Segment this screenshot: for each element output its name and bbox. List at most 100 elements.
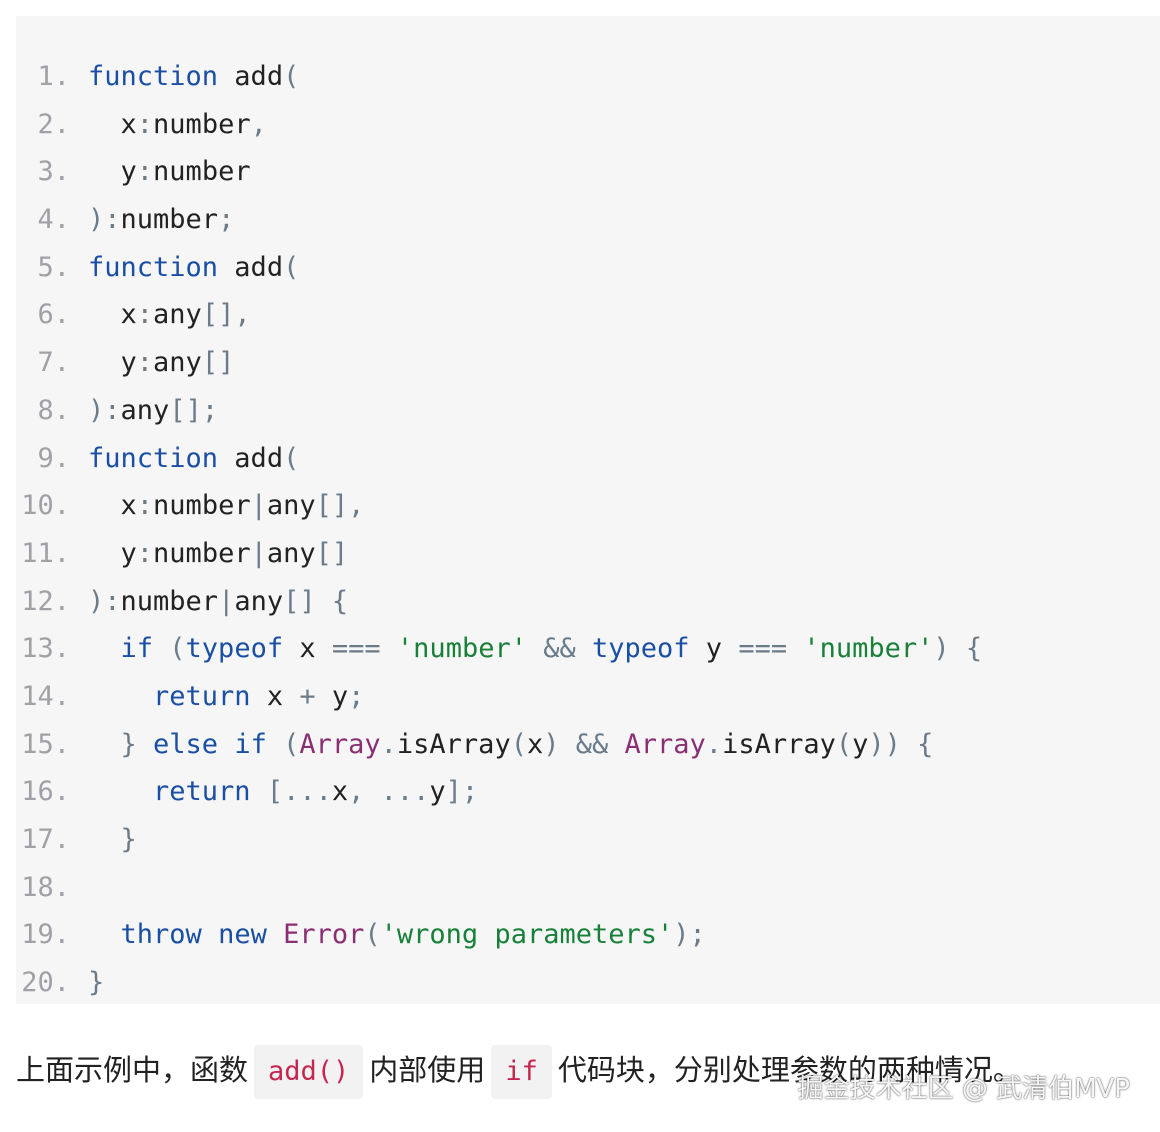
code-token: : xyxy=(136,108,154,140)
code-token: any xyxy=(266,490,316,522)
code-token xyxy=(202,919,218,950)
code-token: ); xyxy=(673,919,706,951)
code-token: [] { xyxy=(283,585,349,617)
code-token: else xyxy=(153,728,219,760)
code-token: : xyxy=(136,537,154,569)
code-token: : xyxy=(136,156,154,188)
code-text: return [...x, ...y]; xyxy=(88,776,478,807)
code-text: throw new Error('wrong parameters'); xyxy=(88,919,706,950)
code-token: x xyxy=(88,108,137,140)
code-line: 12.):number|any[] { xyxy=(16,578,1160,626)
code-token: : xyxy=(104,394,121,426)
code-token: typeof xyxy=(592,633,690,665)
code-token: === xyxy=(331,633,381,665)
code-token: )) { xyxy=(868,728,934,760)
code-line: 15. } else if (Array.isArray(x) && Array… xyxy=(16,721,1160,769)
code-token: y xyxy=(429,776,446,808)
code-text: } xyxy=(88,967,104,998)
code-token: add xyxy=(218,251,284,283)
code-token: function xyxy=(88,61,219,92)
code-token: 'number' xyxy=(803,633,934,665)
line-number: 7. xyxy=(37,347,70,379)
line-number: 2. xyxy=(37,108,70,140)
code-token: && xyxy=(526,633,592,665)
code-token: } xyxy=(88,728,154,760)
code-text: y:number xyxy=(88,156,251,187)
code-token: } xyxy=(88,824,137,855)
code-token: number xyxy=(120,204,219,236)
line-number: 18. xyxy=(21,871,70,903)
code-token: number xyxy=(153,490,251,522)
code-token: [... xyxy=(250,776,332,808)
code-token: x xyxy=(283,633,332,665)
code-line: 13. if (typeof x === 'number' && typeof … xyxy=(16,625,1160,673)
code-token: ; xyxy=(348,680,365,712)
code-token: y xyxy=(88,537,137,569)
code-token: []; xyxy=(169,394,219,426)
code-token: [] xyxy=(315,537,349,569)
code-token: number xyxy=(153,537,251,569)
code-token: any xyxy=(153,299,202,331)
code-token: typeof xyxy=(185,633,284,665)
code-text: y:any[] xyxy=(88,347,235,379)
code-token: return xyxy=(88,680,251,712)
code-token: return xyxy=(88,776,251,808)
code-token: x xyxy=(88,299,137,331)
paragraph-text-before: 上面示例中，函数 xyxy=(16,1053,249,1087)
code-line: 1.function add( xyxy=(16,53,1160,101)
code-token: function xyxy=(88,251,219,283)
line-number: 9. xyxy=(37,442,70,474)
code-text: x:any[], xyxy=(88,299,251,330)
code-token: function xyxy=(88,442,219,474)
code-text: ):any[]; xyxy=(88,395,218,426)
code-token: any xyxy=(234,585,284,617)
code-token: + xyxy=(299,680,316,712)
code-token: ( xyxy=(283,442,300,474)
code-token: [], xyxy=(201,299,251,331)
code-line: 3. y:number xyxy=(16,148,1160,196)
code-line: 19. throw new Error('wrong parameters'); xyxy=(16,911,1160,959)
code-token: y xyxy=(852,728,869,760)
code-line: 8. ):any[]; xyxy=(16,387,1160,435)
code-token: : xyxy=(104,585,121,617)
code-token: ) && xyxy=(543,728,625,760)
code-text: function add( xyxy=(88,61,299,92)
code-token: isArray xyxy=(722,728,836,760)
code-line: 17. } xyxy=(16,816,1160,864)
code-token: number xyxy=(153,156,251,188)
code-token: Error xyxy=(283,919,365,951)
code-token xyxy=(787,633,803,664)
code-token: === xyxy=(738,633,788,665)
code-token: ( xyxy=(283,61,300,92)
code-token: , ... xyxy=(348,776,430,808)
code-token: any xyxy=(120,394,170,426)
code-token: : xyxy=(136,490,154,522)
code-token: if xyxy=(234,728,267,760)
code-text: return x + y; xyxy=(88,681,364,712)
code-token: new xyxy=(218,919,267,951)
code-token xyxy=(218,729,234,760)
code-token: y xyxy=(88,156,137,188)
code-token: any xyxy=(153,347,202,379)
code-token: [] xyxy=(201,347,235,379)
code-token: : xyxy=(136,347,154,379)
code-token: ; xyxy=(218,204,235,236)
inline-code-if: if xyxy=(491,1045,552,1099)
code-token: x xyxy=(250,680,300,712)
code-text: ):number|any[] { xyxy=(88,586,348,617)
code-token: . xyxy=(380,728,397,760)
code-text: } else if (Array.isArray(x) && Array.isA… xyxy=(88,728,934,760)
code-token: ( xyxy=(153,633,186,665)
code-line: 9.function add( xyxy=(16,435,1160,483)
code-token: ( xyxy=(510,728,527,760)
code-line: 7. y:any[] xyxy=(16,339,1160,387)
code-token: isArray xyxy=(396,728,511,760)
code-token: ) xyxy=(88,585,105,617)
code-token: number xyxy=(153,108,251,140)
code-text: y:number|any[] xyxy=(88,537,349,569)
line-number: 8. xyxy=(37,394,70,426)
code-token: x xyxy=(331,776,349,808)
code-token: Array xyxy=(299,728,381,760)
code-line: 10. x:number|any[], xyxy=(16,482,1160,530)
